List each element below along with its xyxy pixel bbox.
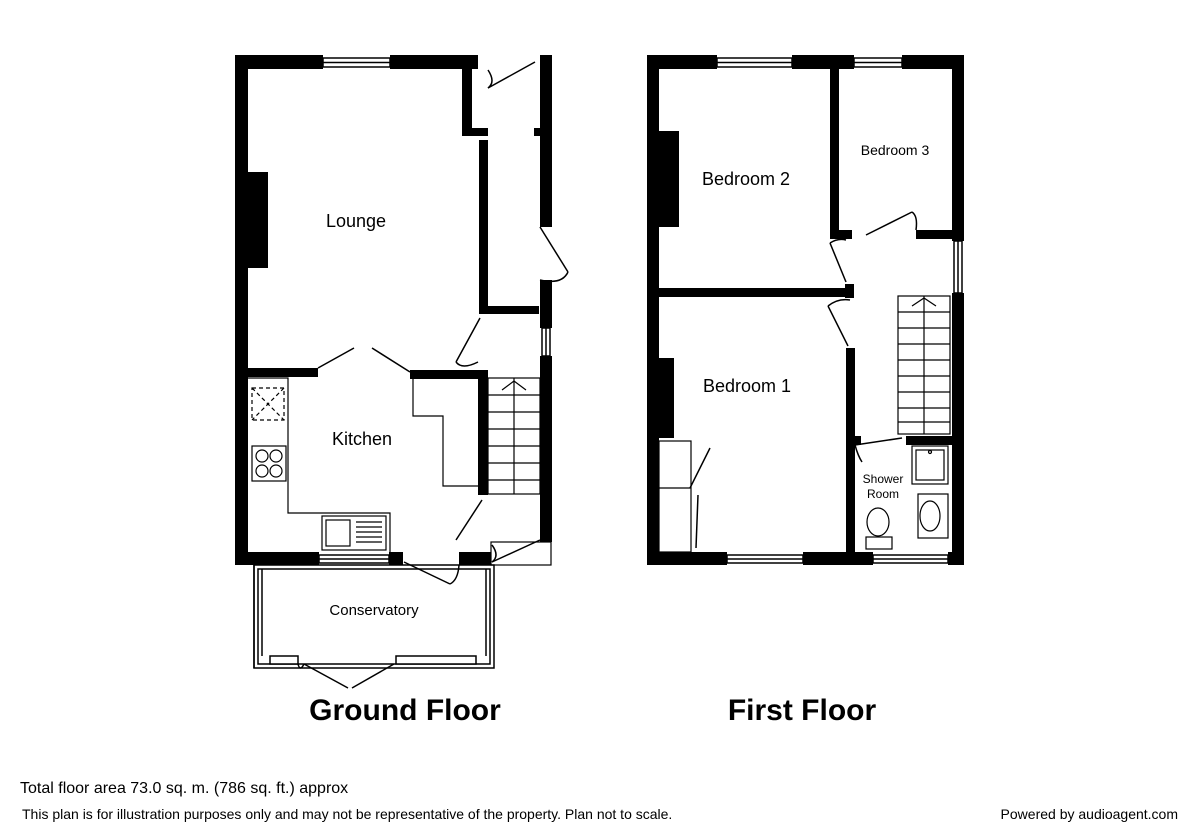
- shower-room-label-line1: Shower: [863, 472, 904, 486]
- disclaimer-text: This plan is for illustration purposes o…: [22, 806, 673, 822]
- shower-room-label-line2: Room: [867, 487, 899, 501]
- bedroom-1-label: Bedroom 1: [703, 376, 791, 396]
- ground-floor-fixtures: [248, 377, 552, 566]
- first-floor-doors: [689, 211, 918, 549]
- total-floor-area: Total floor area 73.0 sq. m. (786 sq. ft…: [20, 780, 349, 797]
- ground-floor-walls: [235, 55, 552, 565]
- kitchen-label: Kitchen: [332, 429, 392, 449]
- first-floor-walls: [647, 55, 964, 565]
- first-floor-windows: [716, 57, 963, 564]
- first-floor-fixtures: [658, 295, 951, 553]
- conservatory-frame: [253, 564, 495, 689]
- first-floor-title: First Floor: [728, 694, 877, 727]
- bedroom-3-label: Bedroom 3: [861, 142, 930, 158]
- conservatory-label: Conservatory: [329, 602, 419, 619]
- ground-floor-doors: [317, 61, 569, 585]
- ground-floor-windows: [318, 57, 551, 564]
- lounge-label: Lounge: [326, 211, 386, 231]
- ground-floor-title: Ground Floor: [309, 694, 501, 727]
- powered-by-credit: Powered by audioagent.com: [1000, 806, 1178, 822]
- bedroom-2-label: Bedroom 2: [702, 169, 790, 189]
- first-floor-plan: Bedroom 2 Bedroom 3 Bedroom 1 Shower Roo…: [647, 55, 964, 727]
- ground-floor-plan: Lounge Kitchen Conservatory Ground Floor: [235, 55, 569, 727]
